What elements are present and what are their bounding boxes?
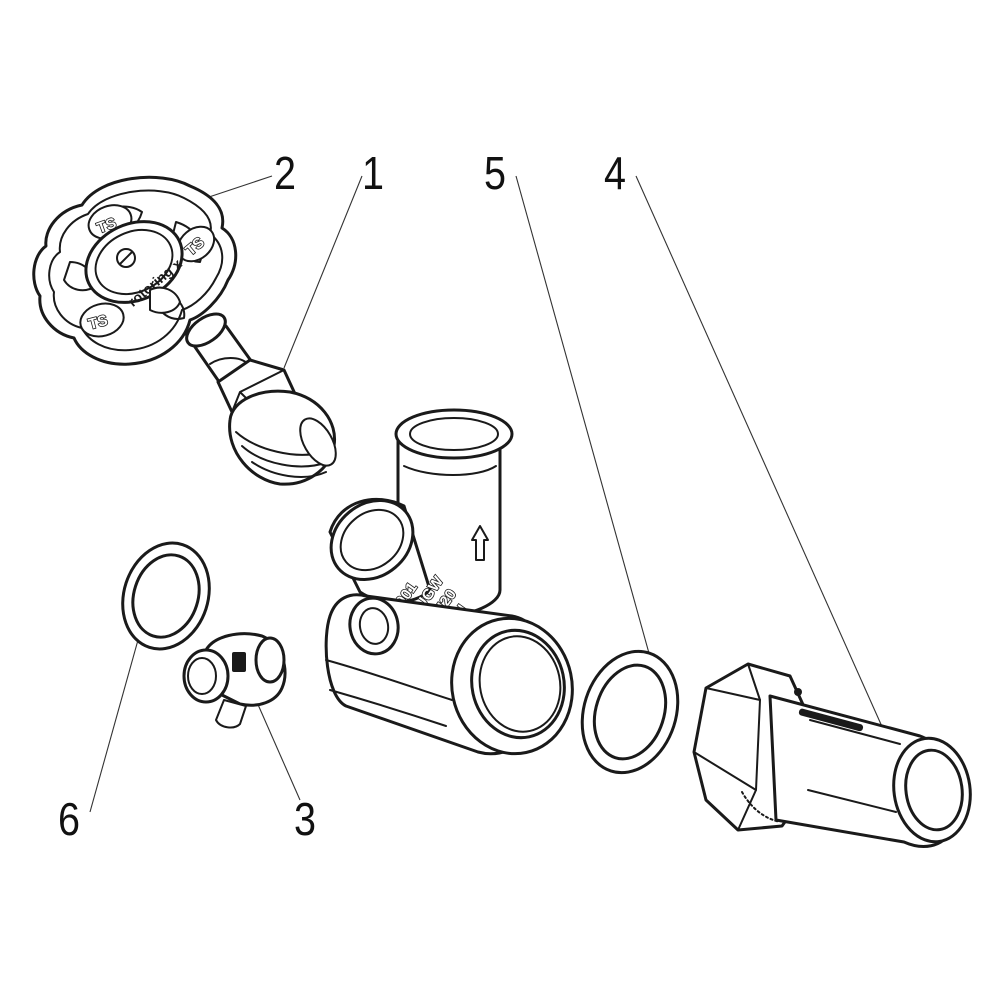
emblem-badge-bottom	[79, 302, 125, 338]
callout-5: 5	[484, 147, 507, 199]
hub-screw-slot	[119, 251, 133, 265]
main-pipe-band-2	[329, 689, 447, 727]
leader-line-1	[283, 175, 363, 369]
thread-ring-2	[241, 445, 329, 468]
tail-pipe-end-inner	[904, 748, 964, 832]
handwheel-collar	[149, 286, 181, 314]
union-hex-edge-1	[737, 663, 761, 831]
part-4-union-connector	[692, 662, 972, 848]
right-outlet-bore	[478, 635, 562, 733]
thread-ring-3	[251, 461, 327, 478]
callout-6: 6	[58, 793, 81, 845]
leader-line-6	[89, 639, 139, 813]
right-outlet-inner	[470, 628, 566, 740]
leader-line-5	[515, 175, 653, 665]
part-5-seal-ring	[580, 649, 680, 775]
main-valve-body: 2001 DUGW DN20 DIN	[324, 408, 574, 756]
flow-arrow-icon	[471, 525, 489, 561]
angled-socket-rim	[329, 498, 415, 582]
handwheel-rim-inner	[48, 189, 224, 352]
leader-lines	[89, 175, 889, 813]
valve-top-seat	[299, 417, 337, 467]
drain-boss	[348, 596, 400, 656]
seal-ring-5-inner	[592, 663, 668, 761]
part-6-seal-ring	[121, 541, 211, 651]
tail-pipe-edge	[807, 719, 901, 813]
part-2-handwheel: TS TS TS rotoring x	[32, 175, 238, 366]
callout-3: 3	[294, 793, 317, 845]
stem-end	[185, 312, 227, 348]
handwheel-hub-inner	[94, 228, 174, 296]
union-nut-small-mark	[794, 688, 802, 696]
callout-4: 4	[604, 147, 627, 199]
vertical-outlet-top-inner	[409, 417, 499, 451]
drain-valve-socket	[254, 636, 286, 684]
union-hex-edge-2	[693, 687, 761, 791]
part-1-valve-top	[184, 312, 337, 486]
angled-socket-rim-inner	[339, 508, 405, 572]
vertical-outlet-neck	[403, 465, 497, 476]
leader-line-2	[205, 175, 273, 199]
emblem-badge-bottom-mark: TS	[87, 312, 110, 333]
part-3-drain-valve	[182, 632, 287, 729]
main-pipe-band	[325, 659, 453, 701]
leader-line-4	[635, 175, 889, 741]
drain-valve-knob	[182, 648, 230, 704]
drain-valve-label-plate	[232, 652, 246, 672]
callout-2: 2	[274, 147, 297, 199]
drain-valve-knob-face	[187, 657, 217, 695]
seal-ring-6-inner	[131, 553, 201, 639]
tail-pipe-marking	[798, 708, 864, 732]
drain-valve-hose-nipple	[215, 699, 247, 729]
callout-1: 1	[362, 147, 385, 199]
drain-boss-inner	[358, 607, 390, 645]
leader-line-3	[255, 699, 301, 801]
